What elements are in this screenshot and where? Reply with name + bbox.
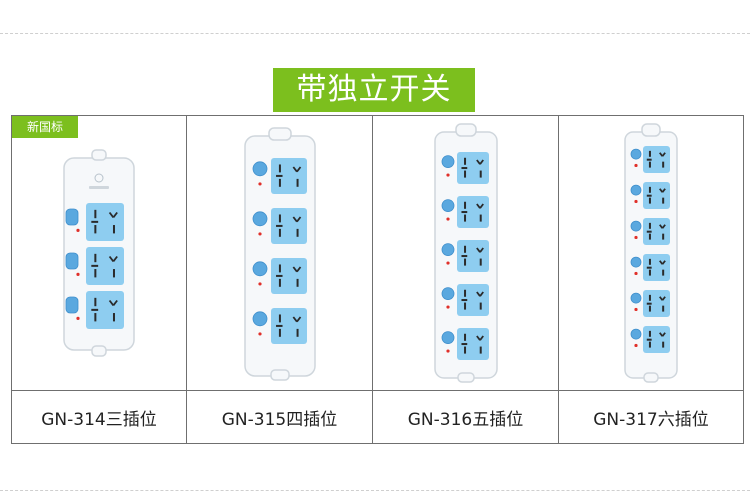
product-label-3: GN-316五插位 — [373, 391, 559, 443]
indicator-light-icon — [257, 332, 262, 336]
socket-module — [252, 308, 307, 344]
indicator-light-icon — [634, 199, 638, 204]
switch-button-icon — [441, 199, 454, 212]
indicator-light-icon — [257, 182, 262, 186]
socket-module — [630, 326, 670, 353]
indicator-light-icon — [634, 163, 638, 168]
indicator-light-icon — [257, 282, 262, 286]
indicator-light-icon — [634, 235, 638, 240]
product-label-2: GN-315四插位 — [187, 391, 373, 443]
switch-button-icon — [252, 161, 267, 177]
socket-module — [630, 290, 670, 317]
new-standard-badge: 新国标 — [12, 116, 78, 138]
switch-button-icon — [630, 256, 642, 268]
socket-module — [441, 152, 489, 184]
product-image-cell-2 — [187, 116, 373, 391]
socket-module — [441, 196, 489, 228]
power-strip-4-image — [243, 127, 316, 381]
socket-module — [65, 291, 124, 329]
socket-module — [252, 158, 307, 194]
socket-module — [252, 208, 307, 244]
switch-button-icon — [441, 287, 454, 301]
indicator-light-icon — [634, 307, 638, 312]
socket-module — [441, 240, 489, 272]
socket-module — [441, 284, 489, 316]
indicator-light-icon — [445, 305, 450, 309]
socket-module — [252, 258, 307, 294]
switch-button-icon — [252, 311, 267, 327]
socket-module — [65, 247, 124, 285]
switch-button-icon — [441, 155, 454, 168]
indicator-light-icon — [445, 349, 450, 353]
indicator-light-icon — [76, 228, 80, 232]
product-image-cell-3 — [373, 116, 559, 391]
indicator-light-icon — [445, 173, 450, 177]
section-title-banner: 带独立开关 — [273, 68, 475, 112]
switch-button-icon — [441, 243, 454, 256]
product-label-4: GN-317六插位 — [593, 409, 709, 430]
bottom-dashed-divider — [0, 490, 750, 491]
power-strip-6-image — [624, 123, 678, 383]
indicator-light-icon — [76, 272, 80, 276]
indicator-light-icon — [634, 271, 638, 276]
switch-button-icon — [252, 261, 267, 277]
socket-module — [65, 203, 124, 241]
brand-logo-icon — [89, 173, 109, 189]
product-label-1: GN-314三插位 — [12, 391, 187, 443]
power-strip-5-image — [433, 123, 498, 383]
indicator-light-icon — [634, 343, 638, 348]
socket-module — [630, 182, 670, 209]
switch-button-icon — [441, 331, 454, 345]
product-image-cell-4 — [559, 116, 743, 391]
product-comparison-grid: 新国标 — [11, 115, 744, 444]
switch-button-icon — [630, 328, 642, 340]
socket-module — [630, 254, 670, 281]
power-strip-3-image — [63, 149, 135, 357]
indicator-light-icon — [445, 261, 450, 265]
product-image-cell-1: 新国标 — [12, 116, 187, 391]
switch-button-icon — [65, 296, 79, 314]
indicator-light-icon — [76, 316, 80, 320]
socket-module — [441, 328, 489, 360]
top-dashed-divider — [0, 33, 750, 34]
switch-button-icon — [65, 252, 79, 270]
socket-module — [630, 218, 670, 245]
switch-button-icon — [630, 292, 642, 304]
socket-module — [630, 146, 670, 173]
switch-button-icon — [252, 211, 267, 227]
switch-button-icon — [630, 184, 642, 196]
indicator-light-icon — [257, 232, 262, 236]
switch-button-icon — [65, 208, 79, 226]
switch-button-icon — [630, 220, 642, 232]
indicator-light-icon — [445, 217, 450, 221]
switch-button-icon — [630, 148, 642, 160]
